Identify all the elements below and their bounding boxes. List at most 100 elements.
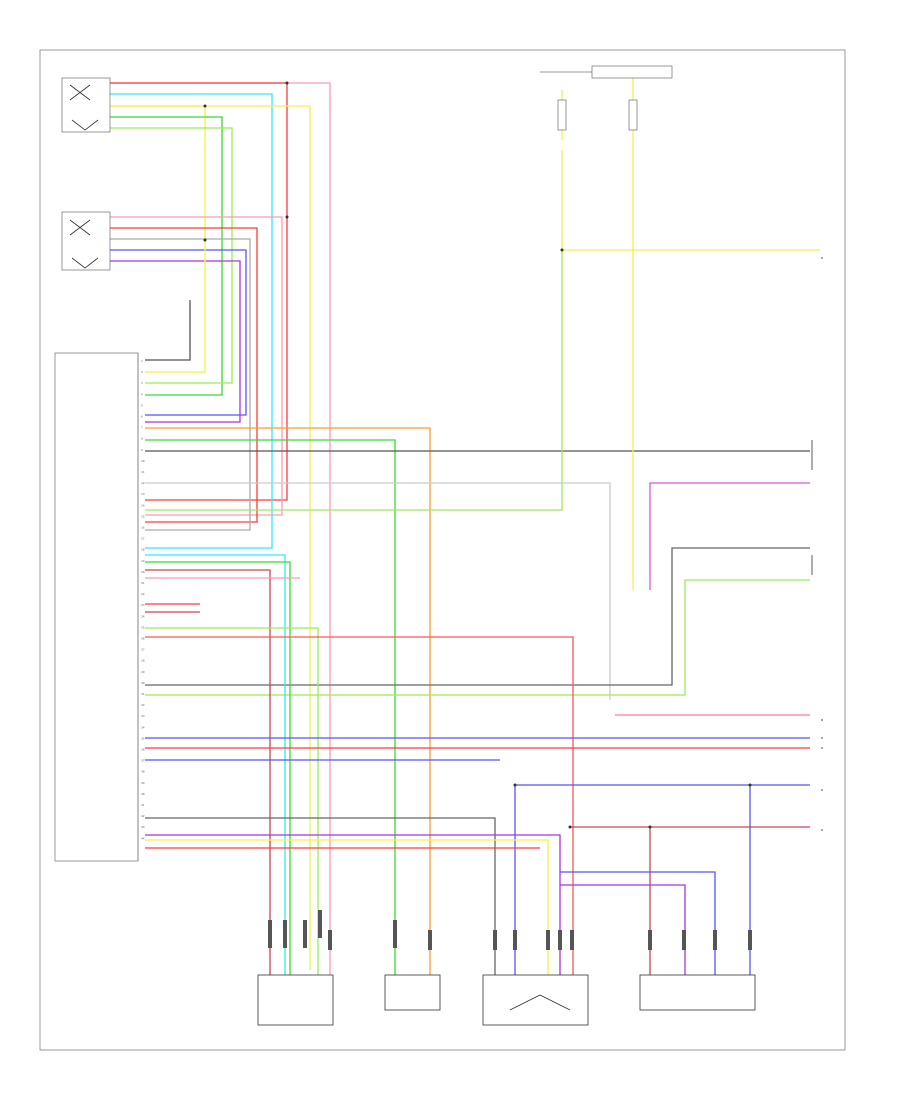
ecu-pin-number: 19	[141, 559, 145, 563]
splice-dots	[203, 81, 752, 829]
ecu-pin-number: 42	[141, 814, 145, 818]
wire-gray-lower	[110, 238, 251, 531]
wire-yellow-b	[110, 105, 206, 240]
ecu-pin-number: 24	[141, 614, 145, 618]
wire-orange	[145, 427, 431, 975]
right-terminals	[821, 257, 823, 831]
ecu-pin-number: 37	[141, 759, 145, 763]
ecu-pin-number: 21	[141, 581, 145, 585]
wire-cyan-trunk	[110, 93, 273, 549]
ecu-pin-number: 7	[141, 426, 143, 430]
ecu-pin-number: 1	[141, 359, 143, 363]
upper-sensor	[61, 77, 111, 133]
actuator-2-box	[384, 974, 441, 1011]
actuator-3	[482, 974, 589, 1026]
ecu-pin-number: 17	[141, 537, 145, 541]
ecu-box	[54, 352, 139, 862]
ecu-pin-number: 20	[141, 570, 145, 574]
wire-group	[110, 75, 820, 975]
ecu-pin-number: 27	[141, 648, 145, 652]
ecu-pin-number: 3	[141, 381, 143, 385]
actuator-connector-pins	[268, 910, 752, 950]
ecu-pin-number: 6	[141, 415, 143, 419]
actuator-4-box	[639, 974, 756, 1011]
ecu-pin-number: 38	[141, 770, 145, 774]
wire-pale-gray	[145, 482, 611, 700]
wire-violet-low	[145, 834, 561, 975]
wire-violet-right	[649, 482, 810, 590]
wire-yellow-sensor	[145, 240, 206, 373]
ecu-pin-number: 39	[141, 781, 145, 785]
ecu-pin-number: 29	[141, 670, 145, 674]
actuator-2	[384, 974, 441, 1011]
wire-green-long	[145, 439, 396, 975]
ecu-pin-number: 11	[141, 470, 145, 474]
ecu-pin-number: 9	[141, 448, 143, 452]
diagram-frame	[39, 49, 846, 1051]
ecu-pin-number: 43	[141, 825, 145, 829]
wire-pink-lower	[110, 216, 283, 516]
ecu-pin-number: 31	[141, 692, 145, 696]
ecu-pin-number: 36	[141, 748, 145, 752]
ecu-pin-number: 13	[141, 492, 145, 496]
fuse-element-2	[628, 99, 638, 131]
wire-lightgreen-upper	[110, 127, 233, 384]
ecu-pin-number: 40	[141, 792, 145, 796]
ecu-pin-number: 25	[141, 625, 145, 629]
wire-darkred-low	[145, 569, 271, 975]
wire-lightgreen-fuse	[145, 250, 563, 511]
ecu-pin-number: 23	[141, 603, 145, 607]
wire-yellow-fuse-down	[561, 150, 820, 251]
ecu-pin-number: 15	[141, 514, 145, 518]
actuator-3-box	[482, 974, 589, 1026]
ecu-pin-number: 5	[141, 403, 143, 407]
ecu-pin-number: 41	[141, 803, 145, 807]
ecu-pin-number: 44	[141, 836, 145, 840]
wire-blue-cross	[560, 871, 716, 975]
ecu-pin-number: 12	[141, 481, 145, 485]
wire-cyan-low	[145, 554, 286, 975]
wire-red-trunk	[110, 82, 288, 501]
wire-blue-lower	[110, 249, 247, 416]
upper-sensor-connector	[61, 77, 111, 133]
wire-lightgreen-low	[145, 627, 319, 975]
wire-yellow-low	[145, 839, 549, 975]
wire-gray-module	[145, 547, 810, 686]
fuse-element-1	[557, 99, 567, 131]
ecu-pin-number: 18	[141, 548, 145, 552]
wire-green-module	[145, 579, 810, 696]
fuse-block	[540, 65, 673, 131]
wire-darkred-loop	[570, 826, 810, 975]
ecu-pin-number: 35	[141, 736, 145, 740]
ecu-pin-number: 30	[141, 681, 145, 685]
ecu-pin-number: 26	[141, 637, 145, 641]
ecu-pin-number: 33	[141, 714, 145, 718]
lower-sensor-connector	[61, 211, 111, 271]
ecu-pin-number: 10	[141, 459, 145, 463]
ecu-pin-number: 14	[141, 503, 145, 507]
ecu-pin-number: 34	[141, 725, 145, 729]
wire-red-long	[145, 636, 574, 975]
ecu-pin-number: 4	[141, 392, 143, 396]
ecu-pin-number: 2	[141, 370, 143, 374]
wire-violet-cross	[560, 884, 686, 975]
wire-violet-lower	[110, 260, 241, 423]
wire-gray-low	[145, 817, 496, 975]
actuator-1-box	[257, 974, 334, 1026]
lower-sensor	[61, 211, 111, 271]
wire-gray-sensor	[145, 300, 191, 361]
wire-green-upper	[110, 116, 223, 396]
fuse-body	[591, 65, 673, 79]
actuator-4	[639, 974, 756, 1011]
ecu-pin-number: 16	[141, 526, 145, 530]
actuator-1	[257, 974, 334, 1026]
ecu-pin-number: 8	[141, 437, 143, 441]
ecu-pin-number: 28	[141, 659, 145, 663]
ecu-pin-number: 22	[141, 592, 145, 596]
ecu	[54, 352, 139, 862]
wire-green-low	[145, 561, 291, 975]
ecu-pin-number: 32	[141, 703, 145, 707]
ecu-pin-list: 1234567891011121314151617181920212223242…	[141, 359, 145, 840]
wire-red-lower	[110, 227, 258, 523]
